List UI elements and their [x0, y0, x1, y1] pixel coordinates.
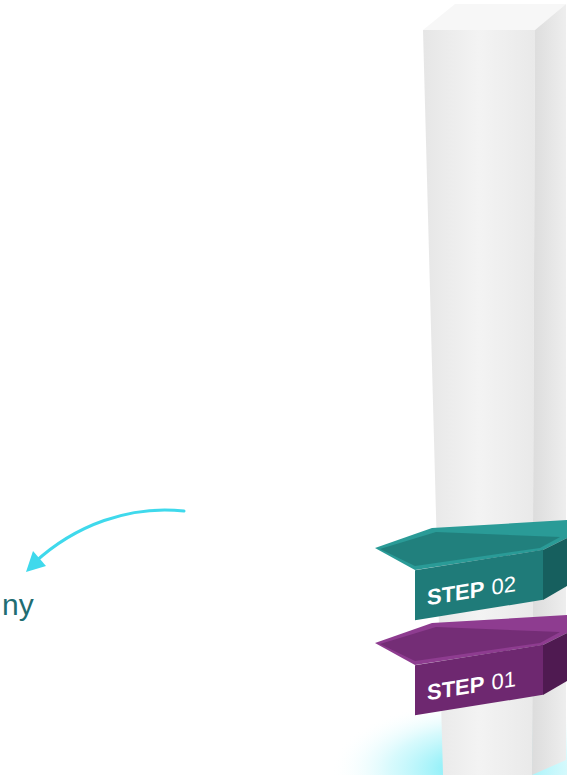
step-word: STEP	[427, 578, 484, 609]
callout-arrow	[34, 510, 184, 563]
step-number: 01	[491, 668, 515, 694]
step-number: 02	[491, 573, 515, 599]
arrow-head	[26, 551, 46, 572]
step-word: STEP	[427, 673, 484, 704]
band-side	[543, 633, 567, 695]
callout-text: ny	[2, 590, 34, 620]
band-side	[543, 538, 567, 600]
